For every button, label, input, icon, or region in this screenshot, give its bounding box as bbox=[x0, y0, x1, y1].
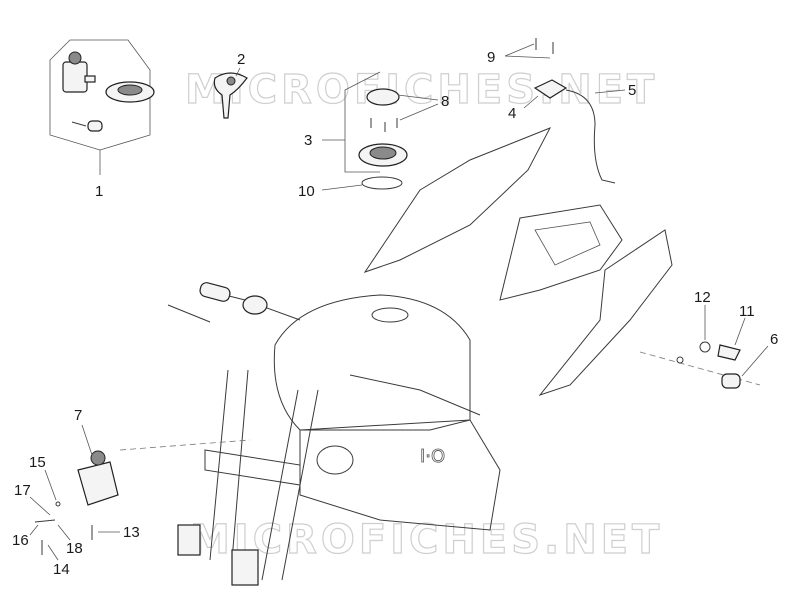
seat-latch-group: 9 4 5 bbox=[487, 38, 636, 184]
frame-hole bbox=[316, 445, 354, 475]
tank-filler bbox=[371, 307, 409, 323]
side-panel bbox=[538, 229, 673, 397]
label-10: 10 bbox=[298, 183, 315, 200]
clutch-lever bbox=[167, 304, 211, 323]
leader-8b bbox=[399, 103, 439, 121]
leader-7 bbox=[81, 424, 93, 456]
small-nut bbox=[676, 356, 684, 364]
frame-assembly: I·O bbox=[167, 127, 673, 586]
washer-12 bbox=[699, 341, 711, 353]
label-9: 9 bbox=[487, 49, 495, 66]
label-6: 6 bbox=[770, 331, 778, 348]
leader-14 bbox=[47, 544, 59, 561]
dash-ignition bbox=[119, 439, 251, 451]
fuel-tank bbox=[273, 294, 471, 431]
label-16: 16 bbox=[12, 532, 29, 549]
rear-lock-group: 12 11 6 bbox=[639, 289, 778, 389]
ignition-key-head bbox=[68, 51, 82, 65]
fuel-cap-center bbox=[117, 84, 143, 96]
tail-cover bbox=[363, 127, 552, 273]
seal-ring bbox=[361, 176, 403, 190]
rear-subframe bbox=[499, 204, 623, 301]
main-frame bbox=[299, 419, 501, 531]
lock-cylinder-6 bbox=[721, 373, 741, 389]
label-18: 18 bbox=[66, 540, 83, 557]
latch-11 bbox=[717, 344, 741, 361]
key-hole bbox=[226, 76, 236, 86]
label-2: 2 bbox=[237, 51, 245, 68]
leader-9b bbox=[504, 55, 551, 59]
label-7: 7 bbox=[74, 407, 82, 424]
ignition-top bbox=[90, 450, 106, 466]
leader-9a bbox=[504, 43, 535, 57]
leader-8a bbox=[397, 94, 439, 101]
ignition-lock bbox=[62, 61, 88, 93]
release-cable bbox=[565, 89, 616, 184]
fork-leg-left bbox=[177, 524, 201, 556]
lock-set-frame bbox=[49, 39, 151, 151]
seat-latch bbox=[533, 79, 568, 99]
label-14: 14 bbox=[53, 561, 70, 578]
watermark-top: MICROFICHES.NET bbox=[185, 67, 658, 113]
key-group: 2 bbox=[213, 51, 248, 119]
assembly-bracket bbox=[344, 71, 381, 173]
leader-11 bbox=[734, 317, 746, 346]
label-4: 4 bbox=[508, 105, 516, 122]
label-12: 12 bbox=[694, 289, 711, 306]
spring-16 bbox=[34, 519, 56, 523]
ignition-body bbox=[77, 461, 119, 506]
label-8: 8 bbox=[441, 93, 449, 110]
ignition-lock-detail: 7 13 14 15 16 17 18 bbox=[12, 407, 251, 578]
label-15: 15 bbox=[29, 454, 46, 471]
dash-rear bbox=[639, 351, 761, 386]
fork-leg-right bbox=[231, 549, 259, 586]
leader-10 bbox=[321, 184, 363, 191]
label-1: 1 bbox=[95, 183, 103, 200]
label-11: 11 bbox=[739, 303, 755, 320]
fork-left bbox=[209, 369, 249, 561]
leader-15 bbox=[44, 469, 57, 501]
washer-15 bbox=[55, 501, 61, 507]
screw-small bbox=[71, 121, 87, 127]
ignition-lock-tab bbox=[84, 75, 96, 83]
label-5: 5 bbox=[628, 82, 636, 99]
rear-subframe-inner bbox=[534, 221, 601, 266]
leader-17 bbox=[29, 496, 51, 516]
leader-2 bbox=[235, 67, 241, 77]
reservoir bbox=[242, 295, 268, 315]
leader-18 bbox=[57, 524, 71, 541]
label-17: 17 bbox=[14, 482, 31, 499]
leader-16 bbox=[29, 524, 39, 536]
triple-clamp bbox=[204, 449, 301, 486]
lock-set-group: 1 bbox=[49, 39, 155, 200]
leader-5 bbox=[594, 89, 626, 94]
seat-lock-barrel bbox=[87, 120, 103, 132]
cap-flange-inner bbox=[369, 146, 397, 160]
key bbox=[213, 72, 248, 119]
handlebar-right bbox=[349, 374, 481, 416]
cap-cover bbox=[366, 88, 400, 106]
frame-emblem: I·O bbox=[420, 446, 445, 467]
fuel-cap-assembly: 8 3 10 bbox=[298, 71, 449, 200]
leader-4 bbox=[523, 95, 539, 109]
label-13: 13 bbox=[123, 524, 140, 541]
grip-left bbox=[199, 282, 231, 302]
label-3: 3 bbox=[304, 132, 312, 149]
leader-6 bbox=[741, 345, 769, 377]
